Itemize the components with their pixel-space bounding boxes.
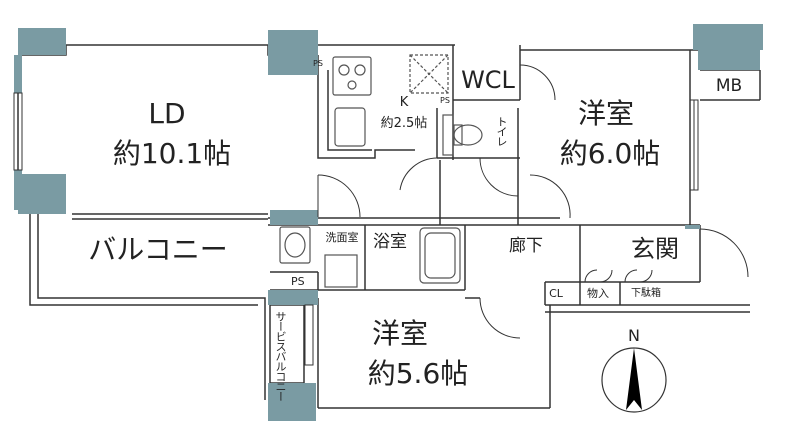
ld-label: LD	[148, 97, 186, 130]
kitchen-sink	[334, 107, 366, 147]
ps-label-3: PS	[291, 275, 305, 288]
ld-size: 約10.1帖	[112, 137, 232, 170]
door-swings	[317, 64, 749, 339]
western-room-2-label: 洋室	[371, 317, 429, 350]
entrance-label: 玄関	[631, 235, 679, 263]
washer-space	[324, 254, 358, 288]
hallway-label: 廊下	[509, 236, 543, 256]
structural-walls	[14, 24, 763, 421]
kitchen-size: 約2.5帖	[380, 116, 428, 131]
toilet-label: トイレ	[495, 116, 508, 146]
western-room-1-size: 約6.0帖	[559, 137, 661, 170]
compass-north-label: N	[628, 326, 640, 345]
ps-label-2: PS	[440, 96, 450, 105]
service-balcony-label: サービスバルコニー	[274, 311, 287, 401]
western-room-2-size: 約5.6帖	[367, 357, 469, 390]
balcony-label: バルコニー	[88, 233, 228, 266]
stove-burner-3	[347, 80, 357, 90]
ps-label-1: PS	[313, 59, 323, 68]
washroom-label: 洗面室	[325, 231, 359, 244]
bathtub	[419, 227, 461, 284]
toilet-fixture	[442, 114, 483, 156]
bath-fixtures	[279, 226, 461, 288]
wcl-label: WCL	[461, 66, 515, 94]
cl-label: CL	[549, 287, 563, 300]
storage-label: 物入	[587, 287, 609, 300]
stove-burner-2	[354, 64, 366, 76]
mb-label: MB	[715, 76, 743, 96]
stove-burner-1	[338, 64, 350, 76]
windows	[13, 92, 699, 366]
interior-lines	[17, 44, 761, 409]
fridge-space	[409, 54, 449, 94]
kitchen-fixtures	[332, 54, 449, 147]
kitchen-label: K	[399, 95, 409, 110]
shoe-box-label: 下駄箱	[631, 288, 661, 299]
western-room-1-label: 洋室	[577, 97, 635, 130]
wash-basin	[279, 226, 311, 264]
north-compass	[601, 347, 667, 413]
bath-label: 浴室	[373, 232, 407, 252]
